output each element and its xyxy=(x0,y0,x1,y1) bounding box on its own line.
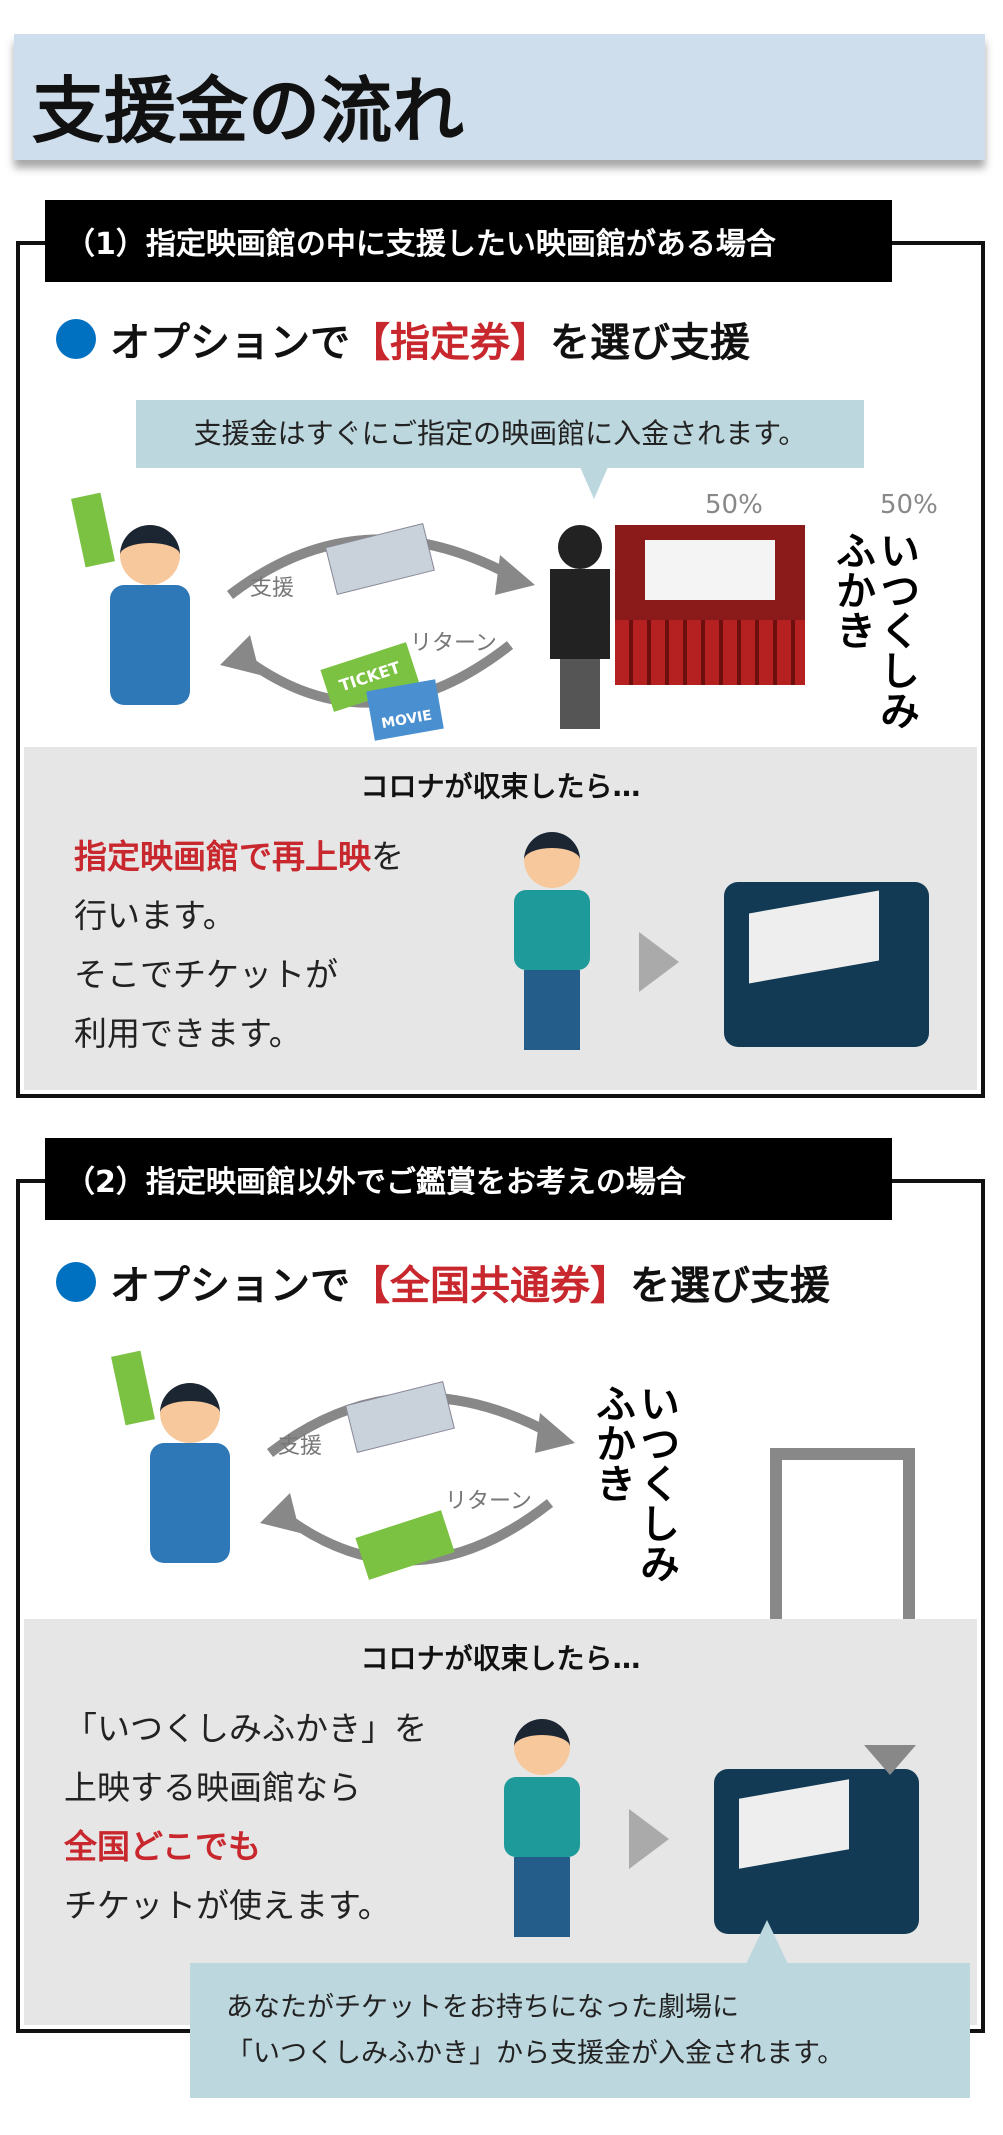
section-2-frame: オプションで 【全国共通券】 を選び支援 支援 リターン いつくしみふかき コロ… xyxy=(16,1179,985,2033)
cinema-illustration xyxy=(615,525,805,685)
body-text: チケットが使えます。 xyxy=(64,1886,391,1925)
section-1-option-heading: オプションで 【指定券】 を選び支援 xyxy=(56,310,750,368)
section-1-frame: オプションで 【指定券】 を選び支援 支援金はすぐにご指定の映画館に入金されます… xyxy=(16,241,985,1098)
option-prefix: オプションで xyxy=(110,320,350,366)
theater-staff-illustration xyxy=(550,525,610,729)
label-support: 支援 xyxy=(250,576,295,601)
bullet-icon xyxy=(56,1262,96,1302)
body-text: 利用できます。 xyxy=(74,1014,302,1053)
callout-text: 「いつくしみふかき」から支援金が入金されます。 xyxy=(226,2038,845,2069)
body-highlight: 全国どこでも xyxy=(64,1827,262,1866)
body-text: 行います。 xyxy=(74,896,236,935)
arrow-right-icon xyxy=(629,1809,669,1869)
flow-arrows xyxy=(260,1381,575,1580)
supporter-illustration xyxy=(60,492,240,725)
callout-deposit: 支援金はすぐにご指定の映画館に入金されます。 xyxy=(136,400,864,468)
label-support: 支援 xyxy=(278,1434,323,1459)
cinema-audience-illustration xyxy=(724,882,929,1047)
bullet-icon xyxy=(56,319,96,359)
section-1-after-panel: コロナが収束したら… 指定映画館で再上映を 行います。 そこでチケットが 利用で… xyxy=(24,747,977,1090)
supporter-illustration xyxy=(100,1350,280,1583)
after-heading: コロナが収束したら… xyxy=(360,770,641,803)
arrow-down-icon xyxy=(864,1745,916,1775)
body-text: を xyxy=(371,837,404,876)
option-suffix: を選び支援 xyxy=(630,1263,830,1309)
film-logo: いつくしみふかき xyxy=(589,1383,680,1583)
percent-theater: 50% xyxy=(705,490,763,520)
after-body: 「いつくしみふかき」を 上映する映画館なら 全国どこでも チケットが使えます。 xyxy=(64,1699,427,1935)
body-text: 上映する映画館なら xyxy=(64,1768,361,1807)
after-heading: コロナが収束したら… xyxy=(360,1642,641,1675)
callout-pointer xyxy=(745,1920,789,1966)
walking-person-illustration xyxy=(499,1719,589,1939)
walking-person-illustration xyxy=(509,832,599,1052)
option-suffix: を選び支援 xyxy=(550,320,750,366)
section-1-header: （1）指定映画館の中に支援したい映画館がある場合 xyxy=(45,200,892,282)
page-title: 支援金の流れ xyxy=(32,68,465,153)
section-2-after-panel: コロナが収束したら… 「いつくしみふかき」を 上映する映画館なら 全国どこでも … xyxy=(24,1619,977,2025)
after-body: 指定映画館で再上映を 行います。 そこでチケットが 利用できます。 xyxy=(74,827,404,1063)
option-highlight: 【指定券】 xyxy=(350,320,550,366)
body-text: 「いつくしみふかき」を xyxy=(64,1709,427,1748)
label-return: リターン xyxy=(445,1489,532,1514)
film-logo: いつくしみふかき xyxy=(829,530,920,730)
callout-deposit-nationwide: あなたがチケットをお持ちになった劇場に 「いつくしみふかき」から支援金が入金され… xyxy=(190,1963,970,2098)
option-prefix: オプションで xyxy=(110,1263,350,1309)
callout-pointer xyxy=(580,467,608,499)
banknote-icon xyxy=(325,523,435,595)
flow-arrows xyxy=(220,523,535,708)
option-highlight: 【全国共通券】 xyxy=(350,1263,630,1309)
cinema-audience-illustration xyxy=(714,1769,919,1934)
body-highlight: 指定映画館で再上映 xyxy=(74,837,371,876)
percent-film: 50% xyxy=(880,490,938,520)
arrow-right-icon xyxy=(639,932,679,992)
section-2-header: （2）指定映画館以外でご鑑賞をお考えの場合 xyxy=(45,1138,892,1220)
title-banner: 支援金の流れ xyxy=(14,34,985,160)
section-2-option-heading: オプションで 【全国共通券】 を選び支援 xyxy=(56,1253,830,1311)
callout-text: あなたがチケットをお持ちになった劇場に xyxy=(226,1992,739,2023)
body-text: そこでチケットが xyxy=(74,955,338,994)
label-return: リターン xyxy=(410,631,497,656)
